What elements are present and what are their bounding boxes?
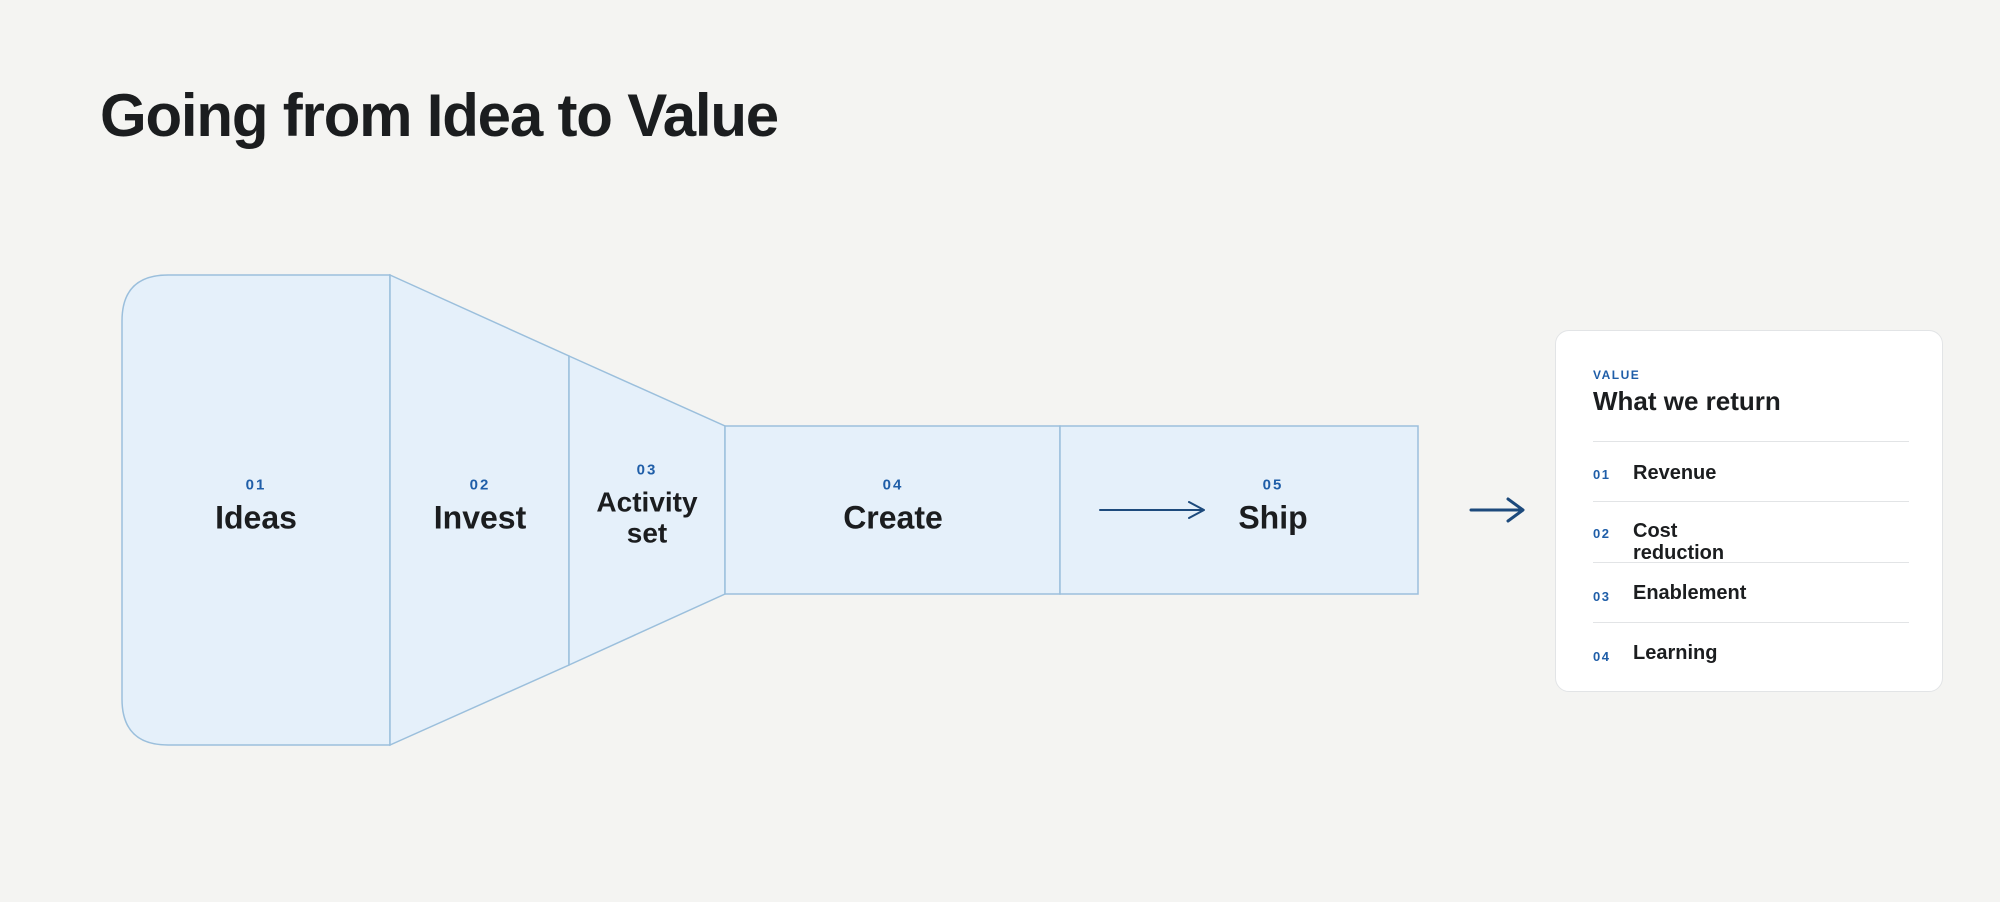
value-eyebrow: VALUE <box>1593 368 1641 382</box>
value-item-label: Enablement <box>1633 582 1747 604</box>
arrow-icon <box>1099 501 1205 519</box>
value-item-revenue: 01 Revenue <box>1593 441 1909 502</box>
stage-label: Invest <box>433 499 527 536</box>
value-item-cost-reduction: 02 Cost reduction <box>1593 501 1909 564</box>
value-card-title: What we return <box>1593 386 1781 416</box>
stage-number: 03 <box>636 461 658 479</box>
stage-label: Ideas <box>215 499 297 536</box>
stage-invest: 02 Invest <box>434 477 526 534</box>
stage-label: Activity set <box>596 486 698 549</box>
stage-create: 04 Create <box>843 477 943 534</box>
stage-number: 04 <box>882 476 904 494</box>
value-card: VALUE What we return 01 Revenue 02 Cost … <box>1555 330 1943 692</box>
arrow-right-icon <box>1469 497 1525 523</box>
value-item-learning: 04 Learning <box>1593 622 1909 683</box>
value-item-number: 02 <box>1593 526 1611 541</box>
value-item-label: Learning <box>1633 642 1718 664</box>
stage-ship: 05 Ship <box>1238 477 1307 534</box>
stage-ideas: 01 Ideas <box>215 477 297 534</box>
stage-label: Create <box>843 499 943 536</box>
value-item-label: Cost reduction <box>1633 520 1725 564</box>
page-title: Going from Idea to Value <box>100 82 779 149</box>
stage-number: 02 <box>469 476 491 494</box>
stage-create-shape <box>724 425 1061 595</box>
stage-number: 01 <box>245 476 267 494</box>
stage-number: 05 <box>1262 476 1284 494</box>
value-item-number: 01 <box>1593 467 1611 482</box>
stage-activity-set: 03 Activity set <box>592 462 702 549</box>
value-item-label: Revenue <box>1633 462 1717 484</box>
value-item-number: 04 <box>1593 649 1611 664</box>
stage-label: Ship <box>1238 499 1308 536</box>
stage-ideas-shape <box>121 274 391 746</box>
value-item-enablement: 03 Enablement <box>1593 562 1909 623</box>
value-item-number: 03 <box>1593 589 1611 604</box>
